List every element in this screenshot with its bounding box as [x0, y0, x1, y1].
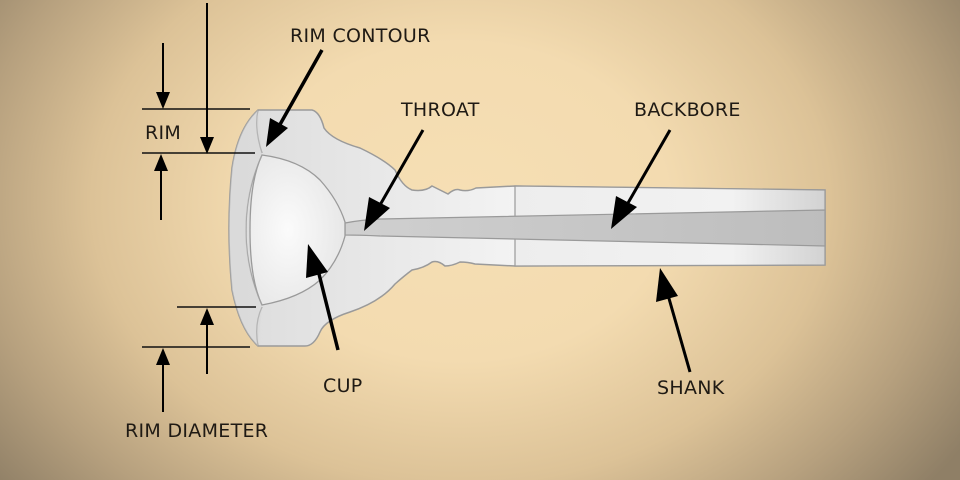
rim-diameter-arrow-up-2-icon — [156, 348, 170, 365]
label-rim: RIM — [145, 122, 182, 144]
rim-contour-arrow-icon — [266, 118, 288, 147]
rim-dimension — [142, 3, 255, 220]
backbore-arrow-icon — [611, 196, 637, 229]
rim-arrow-up-icon — [154, 154, 168, 171]
throat-arrow-icon — [364, 197, 390, 231]
rim-long-arrow-down-icon — [200, 137, 214, 154]
label-throat: THROAT — [401, 99, 480, 121]
rim-contour-top — [256, 109, 263, 154]
label-rim-contour: RIM CONTOUR — [290, 25, 431, 47]
rim-contour-bottom — [256, 306, 263, 347]
rim-arrow-down-icon — [156, 92, 170, 109]
label-cup: CUP — [323, 375, 363, 397]
label-rim-diameter: RIM DIAMETER — [125, 420, 269, 442]
pointer-arrows — [266, 49, 692, 373]
label-shank: SHANK — [657, 377, 725, 399]
backbore-channel — [344, 209, 826, 247]
rim-inner-edge — [245, 154, 263, 306]
shank-arrow-icon — [656, 268, 678, 302]
label-backbore: BACKBORE — [634, 99, 741, 121]
rim-diameter-dimension — [142, 306, 256, 412]
rim-diameter-arrow-up-1-icon — [200, 308, 214, 325]
cup-arrow-icon — [306, 244, 328, 278]
mouthpiece-body — [228, 109, 826, 347]
rim-shading — [229, 110, 262, 346]
